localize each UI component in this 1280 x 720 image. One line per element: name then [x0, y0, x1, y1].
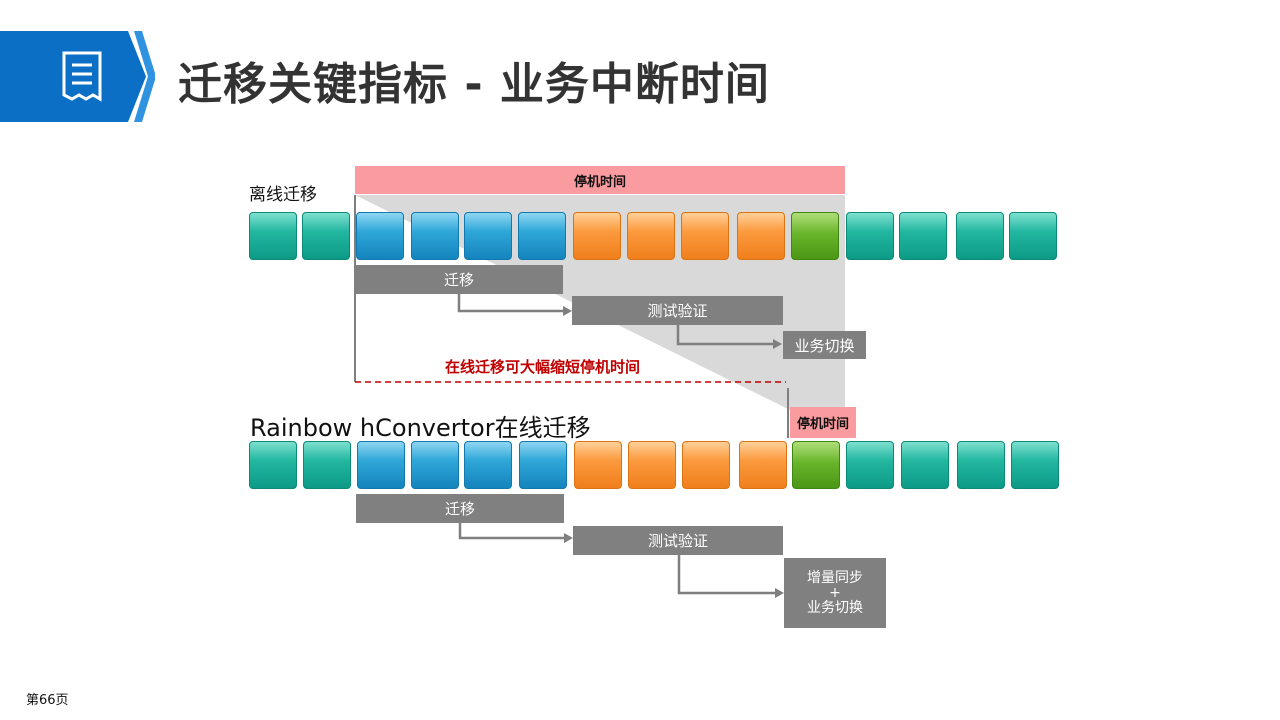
sync-line-2: 业务切换 [807, 599, 863, 616]
online-downtime-bar: 停机时间 [790, 407, 856, 438]
online-test-box: 测试验证 [573, 526, 783, 555]
offline-block-orange [627, 212, 675, 260]
online-migrate-box: 迁移 [356, 494, 564, 523]
offline-block-teal [846, 212, 894, 260]
online-sync-switch-box: 增量同步 + 业务切换 [784, 558, 886, 628]
online-block-teal [846, 441, 894, 489]
offline-block-blue [518, 212, 566, 260]
offline-block-orange [737, 212, 785, 260]
online-block-blue [464, 441, 512, 489]
online-migration-label: Rainbow hConvertor在线迁移 [250, 414, 591, 442]
offline-block-teal [956, 212, 1004, 260]
online-block-orange [682, 441, 730, 489]
offline-block-teal [1009, 212, 1057, 260]
online-block-teal [957, 441, 1005, 489]
reduction-annotation: 在线迁移可大幅缩短停机时间 [445, 358, 641, 376]
online-block-teal [303, 441, 351, 489]
online-arrow-2 [677, 555, 778, 595]
offline-block-green [791, 212, 839, 260]
offline-block-blue [411, 212, 459, 260]
online-block-teal [1011, 441, 1059, 489]
online-block-orange [574, 441, 622, 489]
page-title: 迁移关键指标 - 业务中断时间 [178, 59, 770, 110]
header-banner [0, 31, 155, 122]
offline-migrate-box: 迁移 [355, 265, 563, 294]
offline-switch-box: 业务切换 [783, 331, 866, 359]
online-arrow-1 [458, 522, 567, 540]
online-block-orange [739, 441, 787, 489]
page-number: 第66页 [26, 693, 69, 708]
sync-plus: + [829, 584, 841, 601]
online-block-blue [411, 441, 459, 489]
offline-block-orange [681, 212, 729, 260]
offline-block-blue [464, 212, 512, 260]
online-block-teal [901, 441, 949, 489]
offline-downtime-bar: 停机时间 [355, 166, 845, 194]
online-block-green [792, 441, 840, 489]
offline-migration-label: 离线迁移 [249, 185, 317, 205]
offline-block-orange [573, 212, 621, 260]
document-icon [62, 51, 102, 102]
offline-block-teal [899, 212, 947, 260]
offline-arrow-2 [676, 325, 776, 346]
online-block-blue [357, 441, 405, 489]
sync-line-1: 增量同步 [807, 569, 863, 586]
offline-block-blue [356, 212, 404, 260]
offline-test-box: 测试验证 [572, 296, 783, 325]
online-block-orange [628, 441, 676, 489]
offline-block-teal [249, 212, 297, 260]
online-block-blue [519, 441, 567, 489]
offline-arrow-1 [457, 294, 566, 313]
online-block-teal [249, 441, 297, 489]
offline-block-teal [302, 212, 350, 260]
